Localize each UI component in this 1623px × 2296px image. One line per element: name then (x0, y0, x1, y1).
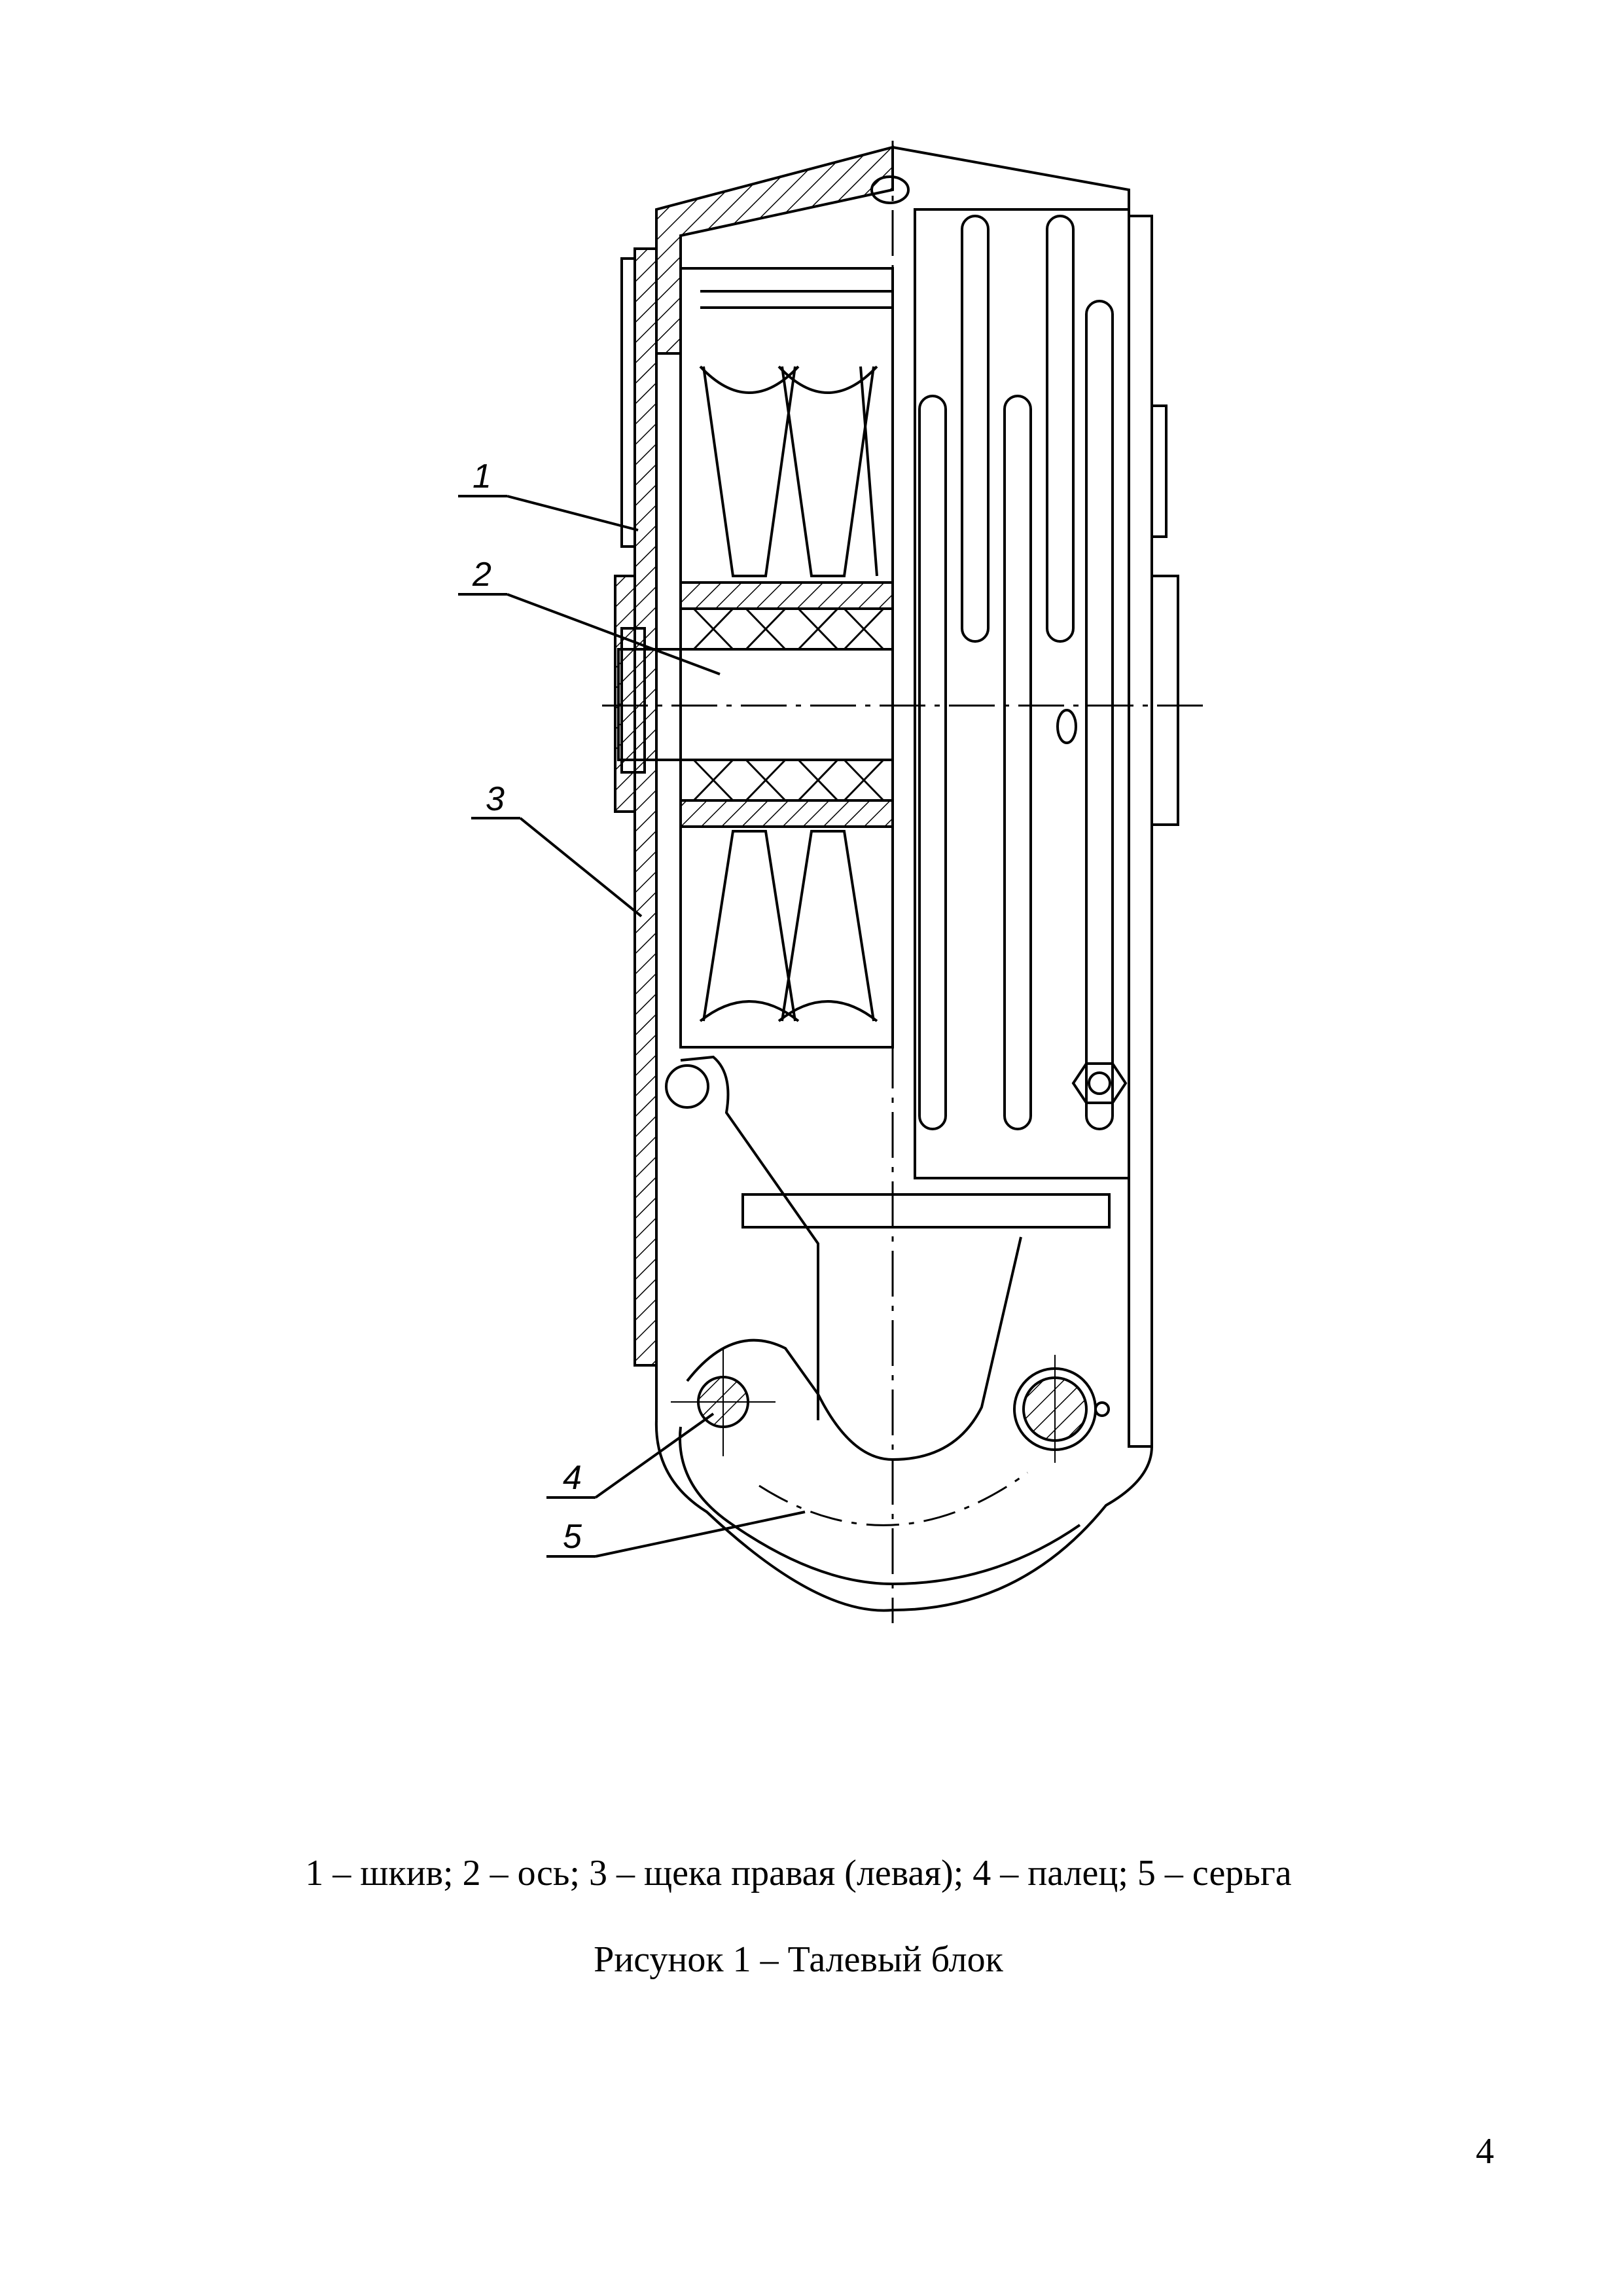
pin-right (1013, 1355, 1110, 1463)
callouts: 1 2 3 4 5 (458, 457, 806, 1558)
axle (617, 627, 894, 774)
bearings (679, 607, 894, 802)
shackle (654, 1055, 1153, 1612)
svg-text:3: 3 (486, 780, 505, 818)
svg-text:5: 5 (563, 1518, 582, 1556)
svg-text:1: 1 (473, 457, 491, 495)
upper-sheaves (679, 365, 894, 651)
nut-icon (1071, 1062, 1128, 1104)
right-side (741, 208, 1179, 1448)
lower-sheaves (679, 799, 894, 1022)
figure-legend: 1 – шкив; 2 – ось; 3 – щека правая (лева… (305, 1853, 1292, 1893)
sheaves (679, 267, 894, 1049)
slots (918, 215, 1114, 1130)
svg-text:2: 2 (472, 556, 491, 594)
svg-text:4: 4 (563, 1459, 582, 1497)
page-number: 4 (1476, 2131, 1494, 2172)
figure-title: Рисунок 1 – Талевый блок (594, 1939, 1003, 1980)
left-cheek (614, 247, 658, 1420)
pin-left (671, 1348, 776, 1456)
